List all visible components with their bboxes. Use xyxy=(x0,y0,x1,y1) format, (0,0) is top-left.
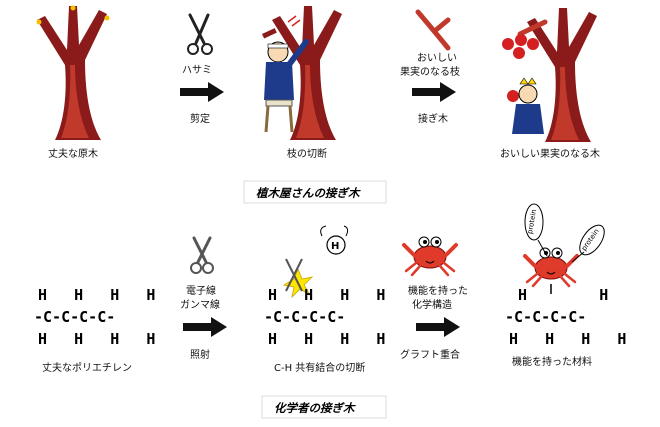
tasty-tree-label: おいしい果実のなる木 xyxy=(500,149,600,160)
h-atom-bubble xyxy=(320,225,349,255)
cut-c-row: -C-C-C-C- xyxy=(264,308,346,326)
gardener-cutting-tree xyxy=(262,6,342,140)
functional-crab xyxy=(523,246,579,288)
polyethylene-label: 丈夫なポリエチレン xyxy=(42,363,132,374)
scissors-icon-bottom xyxy=(190,236,214,274)
scissors-label: ハサミ xyxy=(182,65,212,76)
cut-h-row-bottom: H H H H xyxy=(268,330,386,348)
original-tree-label: 丈夫な原木 xyxy=(48,149,98,160)
beam-label-2: ガンマ線 xyxy=(180,300,220,311)
arrow-pruning xyxy=(180,82,224,102)
graft-polymerization-label: グラフト重合 xyxy=(400,350,460,361)
bottom-section-title: 化学者の接ぎ木 xyxy=(274,401,355,415)
final-c-row: -C-C-C-C- xyxy=(505,308,587,326)
functional-structure-label-1: 機能を持った xyxy=(408,286,468,297)
pruning-label: 剪定 xyxy=(190,114,210,125)
final-h-row-bottom: H H H H xyxy=(509,330,627,348)
graft-label: 接ぎ木 xyxy=(418,114,448,125)
polyethylene-h-row-bottom: H H H H xyxy=(38,330,156,348)
irradiation-label: 照射 xyxy=(190,350,210,361)
original-tree xyxy=(36,5,110,140)
bond-cut-spark xyxy=(282,258,314,299)
branch-cut-label: 枝の切断 xyxy=(287,149,327,160)
beam-label-1: 電子線 xyxy=(186,286,216,297)
crab-icon xyxy=(402,235,458,277)
top-title-box xyxy=(243,180,387,204)
arrow-irradiation xyxy=(183,317,227,337)
ch-cut-label: C-H 共有結合の切断 xyxy=(274,363,366,374)
tasty-branch-icon xyxy=(415,9,451,51)
polyethylene-c-row: -C-C-C-C- xyxy=(34,308,116,326)
top-section-title: 植木屋さんの接ぎ木 xyxy=(256,186,360,200)
final-h-row: H H xyxy=(518,286,609,304)
scissors-icon xyxy=(187,13,213,55)
bottom-title-box xyxy=(261,395,387,419)
h-atom-label: H xyxy=(331,241,339,252)
functional-structure-label-2: 化学構造 xyxy=(412,300,452,311)
tasty-branch-label-1: おいしい xyxy=(417,53,457,64)
arrow-graft xyxy=(412,82,456,102)
tasty-tree xyxy=(502,8,597,142)
cut-h-row: H H H H xyxy=(268,286,386,304)
tasty-branch-label-2: 果実のなる枝 xyxy=(400,67,460,78)
protein-tag-2 xyxy=(571,224,605,263)
protein-tag-1 xyxy=(524,203,548,257)
arrow-graft-polymerization xyxy=(416,317,460,337)
functional-material-label: 機能を持った材料 xyxy=(512,357,592,368)
polyethylene-h-row: H H H H xyxy=(38,286,156,304)
